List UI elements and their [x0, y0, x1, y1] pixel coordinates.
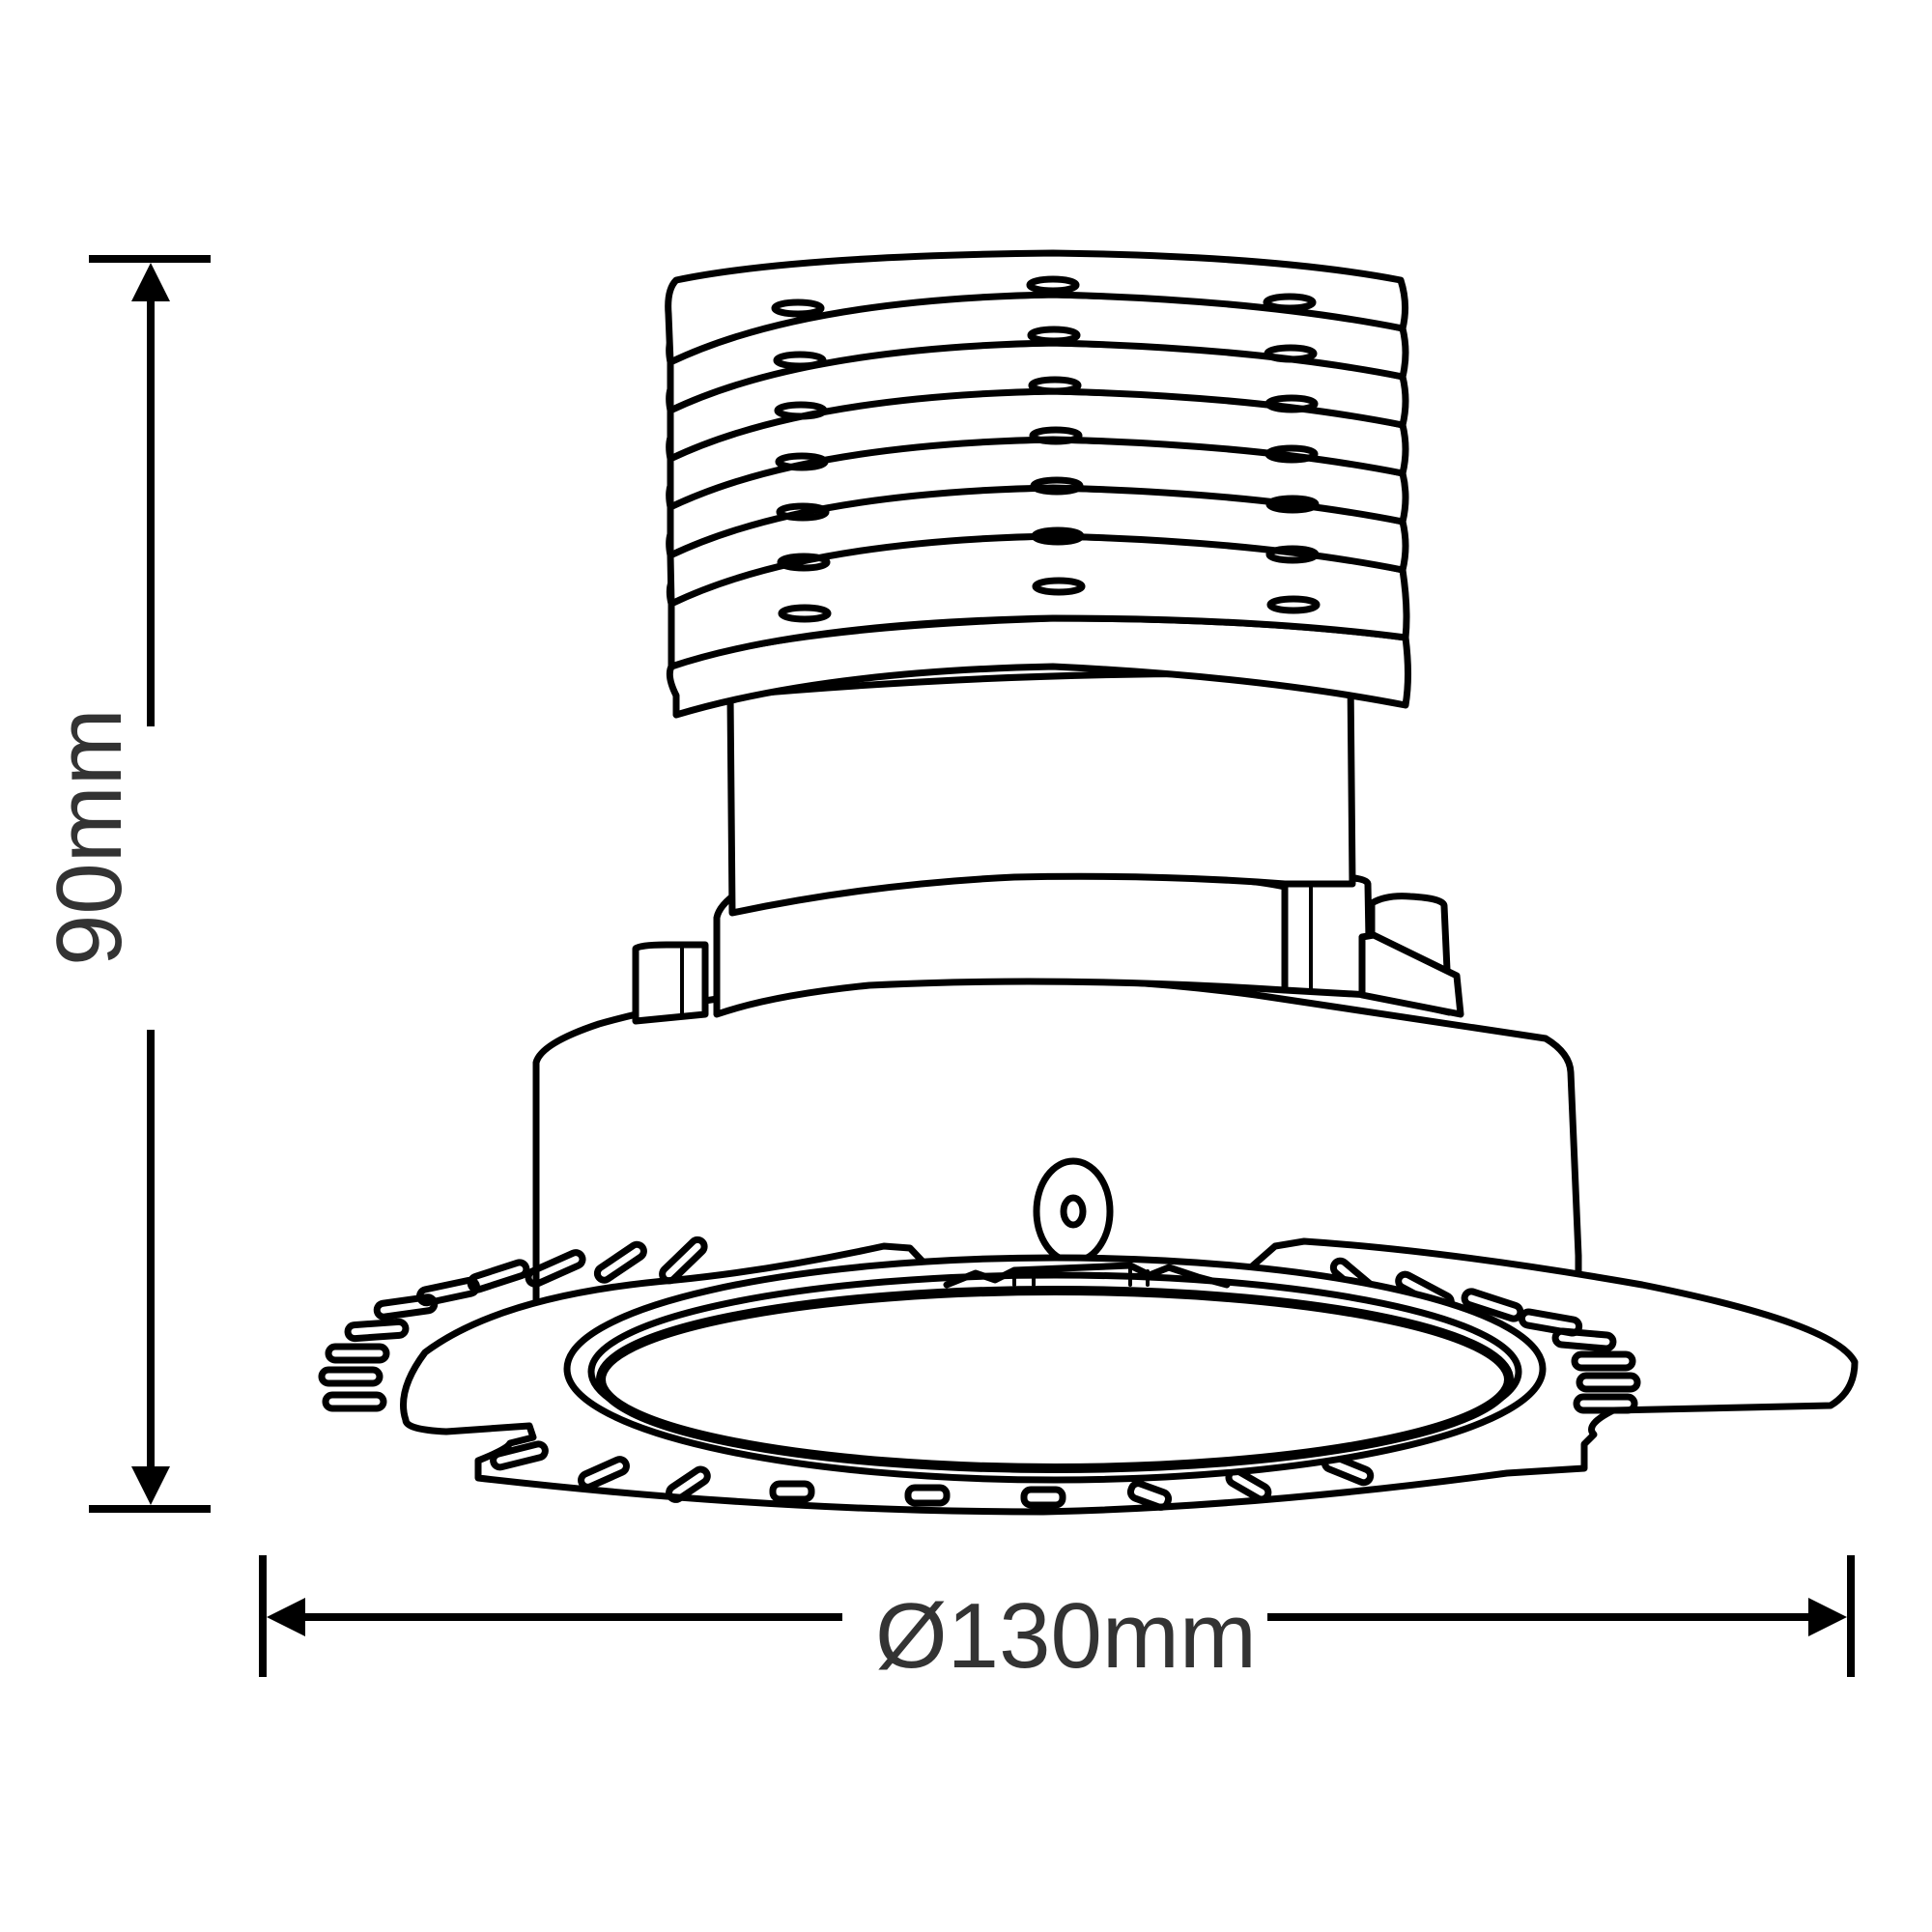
arrow-up-icon	[131, 263, 170, 301]
heatsink	[665, 249, 1411, 719]
flange-slots	[318, 1236, 1641, 1511]
mid-collar	[632, 870, 1464, 1025]
arrow-right-icon	[1808, 1598, 1847, 1636]
arrow-left-icon	[267, 1598, 305, 1636]
aperture-inner	[596, 1286, 1514, 1473]
diameter-dimension-label: Ø130mm	[875, 1584, 1257, 1688]
screw-hole-icon	[1060, 1194, 1087, 1229]
diameter-dimension	[259, 1555, 1855, 1677]
fin-slots	[771, 275, 1321, 623]
height-dimension	[89, 255, 211, 1513]
height-dimension-label: 90mm	[38, 708, 141, 966]
arrow-down-icon	[131, 1466, 170, 1505]
flange	[318, 1236, 1859, 1516]
neck	[726, 652, 1356, 917]
